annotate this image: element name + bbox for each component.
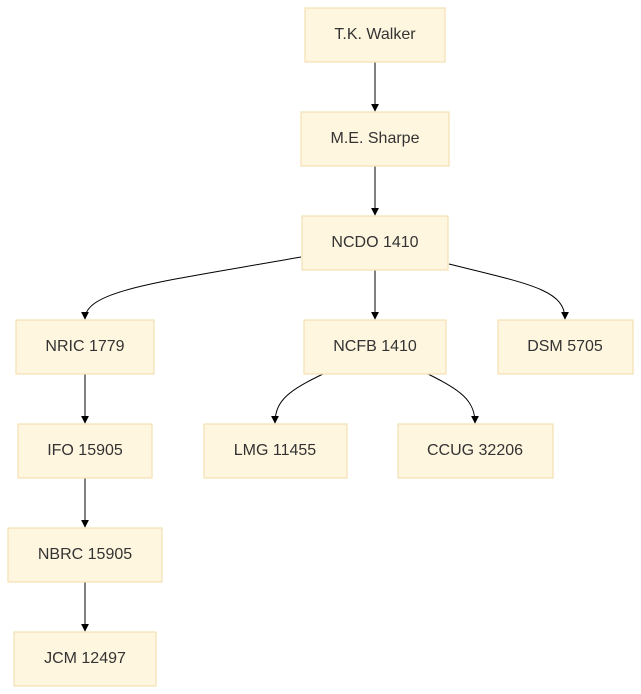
edges-layer — [81, 62, 569, 632]
node-ncfb-1410: NCFB 1410 — [303, 319, 447, 375]
node-ifo-15905: IFO 15905 — [17, 423, 153, 479]
node-label: IFO 15905 — [47, 442, 123, 459]
nodes-layer: T.K. Walker M.E. Sharpe NCDO 1410 NRIC 1… — [7, 7, 634, 687]
node-label: NRIC 1779 — [45, 338, 124, 355]
edge-ncfb-lmg — [271, 373, 324, 424]
node-label: NCDO 1410 — [331, 234, 418, 251]
edge-ncfb-ccug — [427, 373, 479, 424]
node-label: JCM 12497 — [44, 650, 126, 667]
node-label: DSM 5705 — [527, 338, 603, 355]
node-ccug-32206: CCUG 32206 — [397, 423, 554, 479]
node-nbrc-15905: NBRC 15905 — [7, 527, 163, 583]
node-label: T.K. Walker — [334, 26, 416, 43]
node-label: M.E. Sharpe — [331, 130, 420, 147]
node-jcm-12497: JCM 12497 — [13, 631, 157, 687]
node-label: NBRC 15905 — [38, 546, 132, 563]
node-lmg-11455: LMG 11455 — [203, 423, 348, 479]
node-nric-1779: NRIC 1779 — [15, 319, 155, 375]
node-t-k-walker: T.K. Walker — [304, 7, 446, 63]
node-dsm-5705: DSM 5705 — [497, 319, 634, 375]
edge-ncdo-nric — [81, 256, 302, 320]
node-m-e-sharpe: M.E. Sharpe — [300, 111, 450, 167]
node-label: LMG 11455 — [234, 442, 317, 459]
node-ncdo-1410: NCDO 1410 — [301, 215, 449, 271]
node-label: CCUG 32206 — [427, 442, 523, 459]
node-label: NCFB 1410 — [333, 338, 417, 355]
edge-ncdo-dsm — [448, 263, 569, 320]
